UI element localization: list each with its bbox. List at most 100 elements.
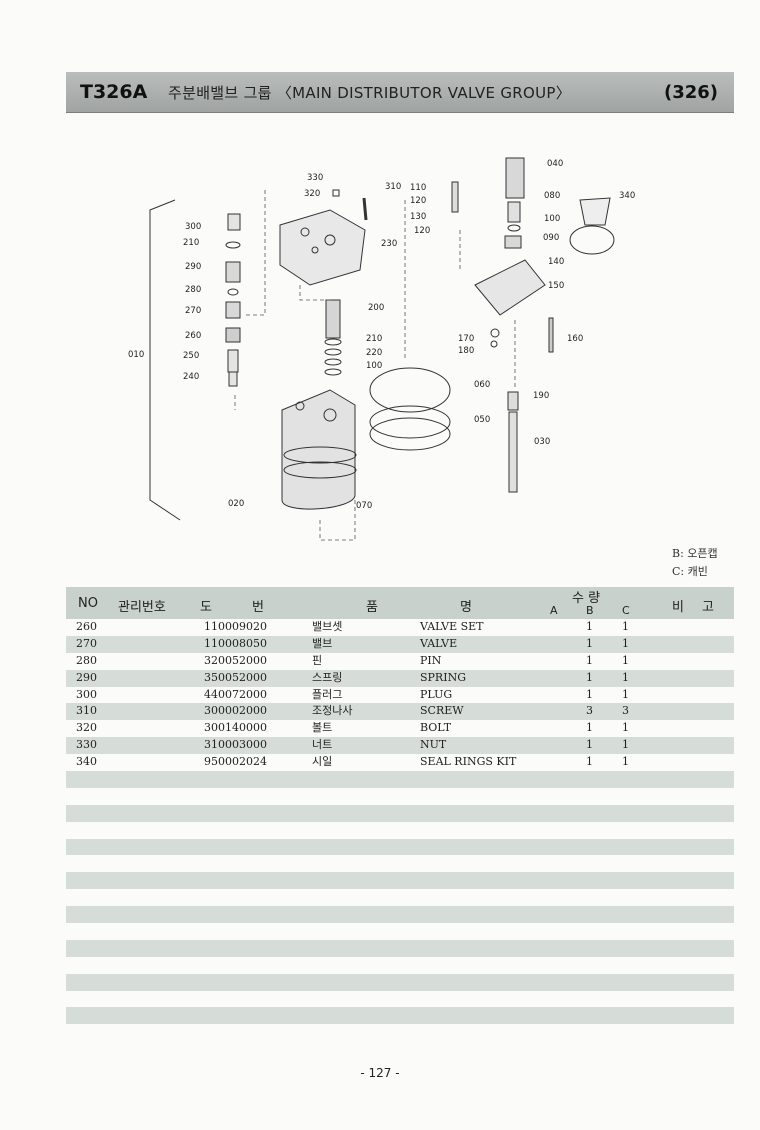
label-120b: 120: [414, 226, 430, 236]
label-180: 180: [458, 346, 474, 356]
label-160: 160: [567, 334, 583, 344]
header-qty-a: A: [550, 604, 558, 617]
cell-en: SCREW: [420, 704, 464, 718]
oring-280: [227, 288, 239, 296]
label-240: 240: [183, 372, 199, 382]
cell-kr: 밸브: [312, 636, 333, 650]
cell-c: 1: [622, 755, 629, 769]
cell-kr: 시일: [312, 755, 333, 769]
cell-en: PIN: [420, 653, 442, 667]
empty-table-row: [66, 838, 734, 856]
empty-table-row: [66, 872, 734, 890]
label-170: 170: [458, 334, 474, 344]
label-040: 040: [547, 159, 563, 169]
cell-no: 290: [76, 670, 97, 684]
cell-kr: 플러그: [312, 687, 343, 701]
legend-c: C: 캐빈: [672, 565, 708, 578]
cell-b: 1: [586, 670, 593, 684]
group-bracket: [149, 199, 181, 521]
label-220: 220: [366, 348, 382, 358]
cell-kr: 핀: [312, 653, 323, 667]
label-010: 010: [128, 350, 144, 360]
empty-table-row: [66, 855, 734, 872]
label-140: 140: [548, 257, 564, 267]
label-120a: 120: [410, 196, 426, 206]
header-qty-c: C: [622, 604, 630, 617]
spring-190: [507, 391, 519, 411]
label-280: 280: [185, 285, 201, 295]
cell-kr: 볼트: [312, 721, 333, 735]
oring-210: [225, 241, 241, 249]
empty-table-row: [66, 957, 734, 974]
cell-no: 300: [76, 687, 97, 701]
cell-en: SEAL RINGS KIT: [420, 755, 517, 769]
cell-part: 300002000: [204, 704, 267, 718]
label-330: 330: [307, 173, 323, 183]
cell-part: 300140000: [204, 721, 267, 735]
empty-table-row: [66, 906, 734, 924]
label-200: 200: [368, 303, 384, 313]
cell-no: 340: [76, 755, 97, 769]
cell-part: 350052000: [204, 670, 267, 684]
cell-c: 1: [622, 620, 629, 633]
cell-b: 1: [586, 636, 593, 650]
cell-en: NUT: [420, 738, 447, 752]
empty-table-row: [66, 1024, 734, 1041]
label-070: 070: [356, 501, 372, 511]
label-320: 320: [304, 189, 320, 199]
cell-no: 260: [76, 620, 97, 633]
empty-table-row: [66, 804, 734, 822]
label-190: 190: [533, 391, 549, 401]
label-090: 090: [543, 233, 559, 243]
cell-no: 280: [76, 653, 97, 667]
cell-no: 310: [76, 704, 97, 718]
part-090: [504, 235, 522, 249]
seal-kit-340: [579, 197, 611, 226]
label-150: 150: [548, 281, 564, 291]
valve-set-260: [225, 327, 241, 343]
cell-c: 1: [622, 687, 629, 701]
part-080: [507, 201, 521, 223]
cell-c: 1: [622, 738, 629, 752]
cell-part: 950002024: [204, 755, 267, 769]
empty-table-row: [66, 889, 734, 906]
cell-c: 1: [622, 670, 629, 684]
table-header: NO 관리번호 도 번 품 명 수 량 A B C 비 고: [66, 587, 734, 619]
cell-part: 320052000: [204, 653, 267, 667]
label-110: 110: [410, 183, 426, 193]
cell-c: 1: [622, 636, 629, 650]
cell-no: 330: [76, 738, 97, 752]
label-340: 340: [619, 191, 635, 201]
page-header: T326A 주분배밸브 그룹 〈MAIN DISTRIBUTOR VALVE G…: [66, 72, 734, 113]
part-110: [451, 181, 459, 213]
empty-table-row: [66, 973, 734, 991]
cell-en: PLUG: [420, 687, 453, 701]
label-020: 020: [228, 499, 244, 509]
cell-b: 1: [586, 687, 593, 701]
cell-c: 1: [622, 721, 629, 735]
label-060: 060: [474, 380, 490, 390]
cell-en: VALVE: [420, 636, 458, 650]
label-300: 300: [185, 222, 201, 232]
cell-no: 320: [76, 721, 97, 735]
spring-290: [225, 261, 241, 283]
cell-en: SPRING: [420, 670, 466, 684]
header-name-1: 품: [366, 600, 378, 615]
plug-300: [227, 213, 241, 231]
empty-table-row: [66, 991, 734, 1008]
cell-kr: 너트: [312, 738, 333, 752]
seal-ring-060: [369, 367, 451, 413]
page-ref: (326): [663, 81, 718, 103]
header-drawing-1: 도: [200, 600, 212, 615]
cover-230: [279, 209, 366, 286]
cell-b: 3: [586, 704, 593, 718]
label-210b: 210: [366, 334, 382, 344]
label-260: 260: [185, 331, 201, 341]
